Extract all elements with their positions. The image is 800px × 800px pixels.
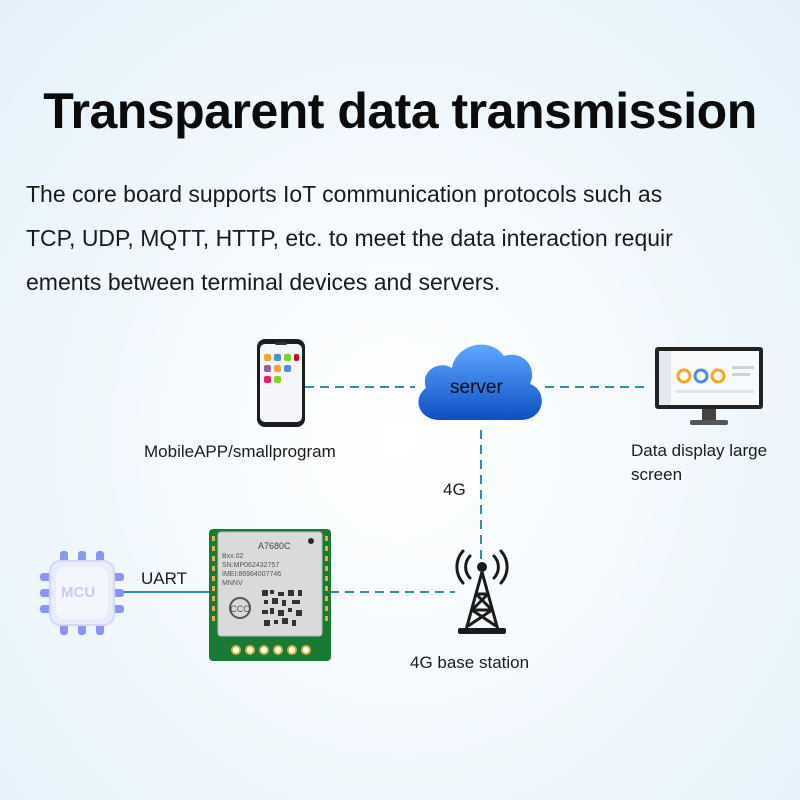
- mobile-phone-icon: [257, 339, 305, 427]
- description-line-1: The core board supports IoT communicatio…: [26, 181, 663, 207]
- monitor-icon: [655, 347, 763, 425]
- mobile-app-label: MobileAPP/smallprogram: [144, 442, 336, 461]
- cloud-server-icon: [418, 344, 542, 420]
- description: The core board supports IoT communicatio…: [26, 172, 786, 304]
- screen-label-line-2: screen: [631, 465, 683, 484]
- module-text-line-4: IMEI:86984007746: [222, 571, 282, 578]
- description-line-3: ements between terminal devices and serv…: [26, 269, 501, 295]
- mcu-label: MCU: [61, 584, 96, 601]
- module-model: A7680C: [258, 541, 291, 551]
- server-label: server: [450, 377, 503, 398]
- mcu-chip-icon: [40, 551, 124, 635]
- svg-text:CCC: CCC: [230, 604, 250, 614]
- module-text-line-2: Bxx.02: [222, 553, 244, 560]
- base-station-label: 4G base station: [410, 653, 530, 672]
- base-station-tower-icon: [455, 549, 509, 634]
- uart-link-label: UART: [141, 569, 187, 588]
- fourg-link-label: 4G: [443, 480, 466, 499]
- module-text-line-5: MNNV: [222, 580, 243, 587]
- module-board-icon: CCC: [209, 529, 331, 661]
- module-text-line-3: SN:MP062432757: [222, 562, 280, 569]
- page-title: Transparent data transmission: [43, 83, 757, 139]
- screen-label-line-1: Data display large: [631, 441, 768, 460]
- description-line-2: TCP, UDP, MQTT, HTTP, etc. to meet the d…: [26, 225, 673, 251]
